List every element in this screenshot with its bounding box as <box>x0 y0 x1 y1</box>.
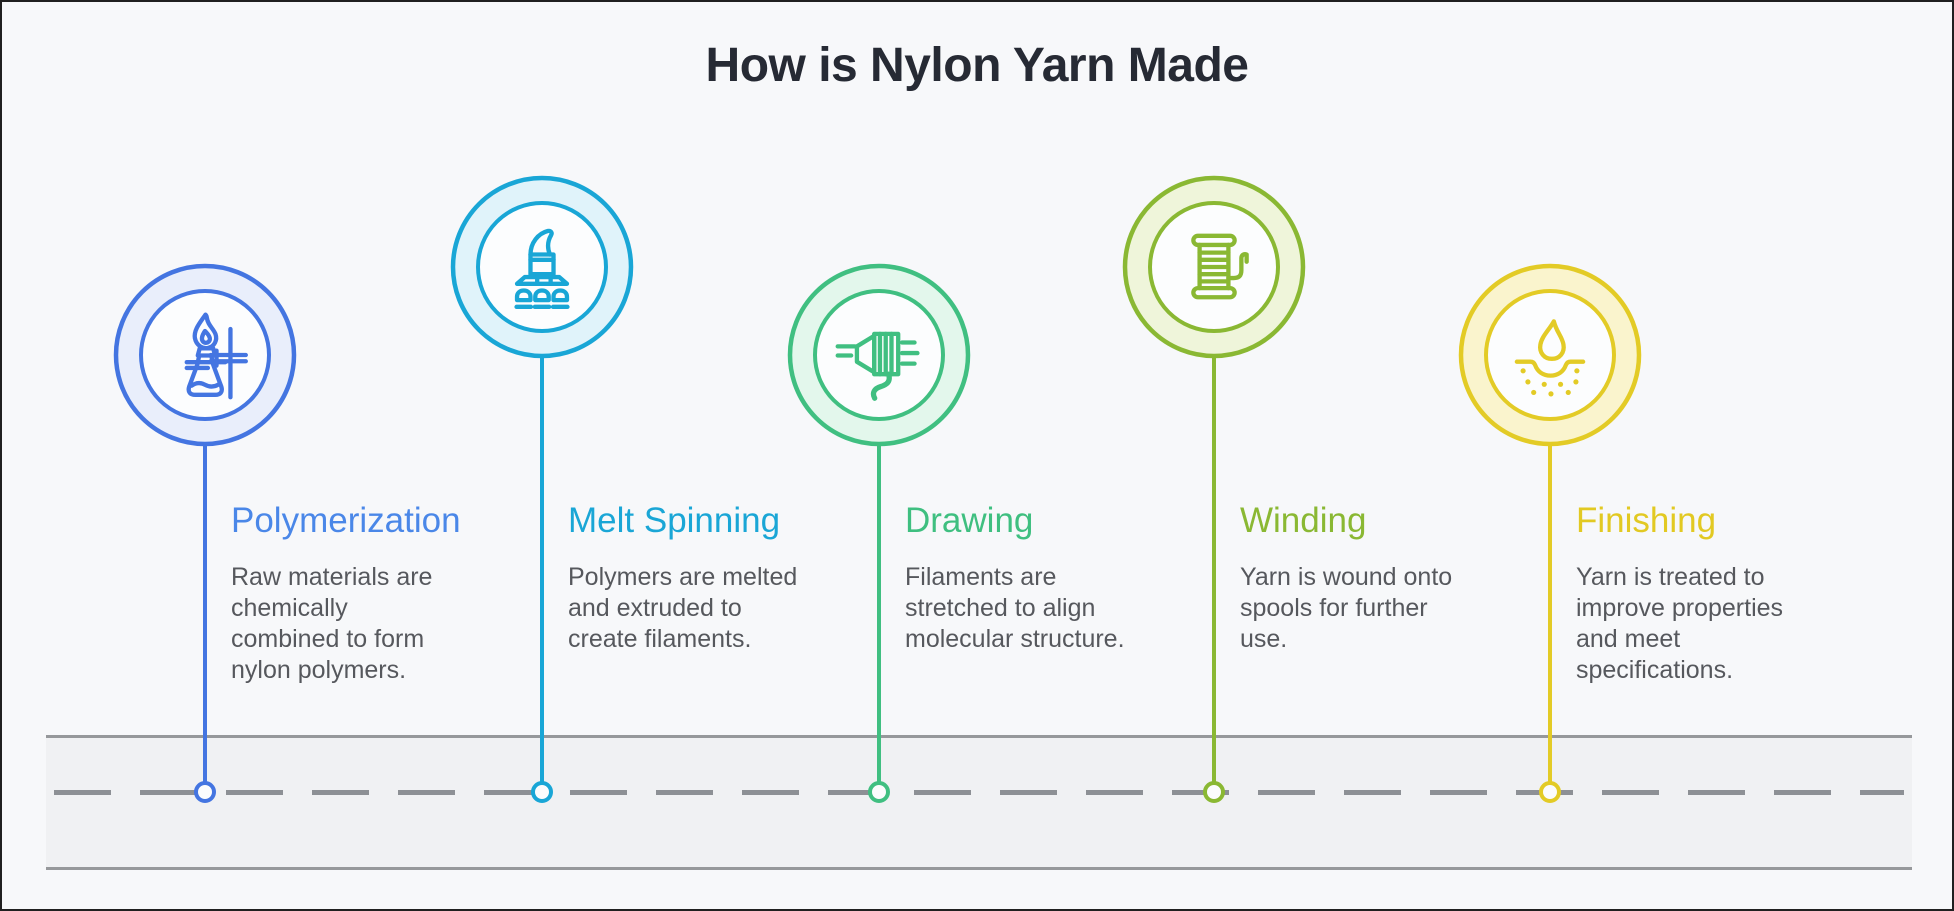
step-title: Drawing <box>905 501 1034 540</box>
timeline-node <box>531 781 553 803</box>
step-circle <box>447 172 637 362</box>
connector-stem <box>877 446 881 788</box>
connector-stem <box>1548 446 1552 788</box>
step-title: Melt Spinning <box>568 501 781 540</box>
road-dashed-centerline <box>54 790 1904 795</box>
timeline-node <box>194 781 216 803</box>
step-title: Winding <box>1240 501 1367 540</box>
timeline-node <box>1203 781 1225 803</box>
connector-stem <box>1212 358 1216 788</box>
yarn-spool-icon <box>1191 233 1249 300</box>
timeline-road <box>46 735 1912 870</box>
spinneret-icon <box>835 331 920 401</box>
step-circle <box>784 260 974 450</box>
step-description: Raw materials are chemically combined to… <box>231 563 433 684</box>
step-text-block: Polymerization Raw materials are chemica… <box>231 500 531 686</box>
concentric-rings <box>450 175 634 359</box>
step-description: Polymers are melted and extruded to crea… <box>568 563 798 653</box>
step-text-block: Melt Spinning Polymers are melted and ex… <box>568 500 868 655</box>
step-description: Yarn is wound onto spools for further us… <box>1240 563 1453 653</box>
flask-burner-icon <box>184 312 248 400</box>
droplet-treatment-icon <box>1514 319 1586 397</box>
page-title: How is Nylon Yarn Made <box>705 39 1249 92</box>
step-title: Finishing <box>1576 501 1717 540</box>
connector-stem <box>203 446 207 788</box>
timeline-node <box>868 781 890 803</box>
step-circle <box>1119 172 1309 362</box>
step-text-block: Winding Yarn is wound onto spools for fu… <box>1240 500 1540 655</box>
timeline-node <box>1539 781 1561 803</box>
step-text-block: Drawing Filaments are stretched to align… <box>905 500 1205 655</box>
step-circle <box>110 260 300 450</box>
step-description: Filaments are stretched to align molecul… <box>905 563 1125 653</box>
concentric-rings <box>1458 263 1642 447</box>
melting-machine-icon <box>514 228 570 310</box>
step-circle <box>1455 260 1645 450</box>
step-description: Yarn is treated to improve properties an… <box>1576 563 1784 684</box>
step-text-block: Finishing Yarn is treated to improve pro… <box>1576 500 1876 686</box>
connector-stem <box>540 358 544 788</box>
step-title: Polymerization <box>231 501 461 540</box>
